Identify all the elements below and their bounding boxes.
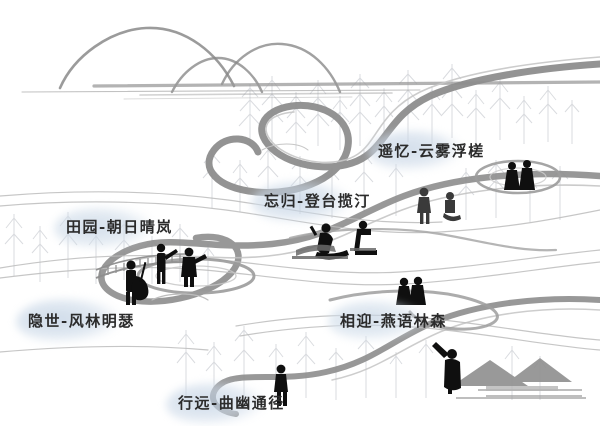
mountain-arc-mid	[170, 56, 264, 94]
wash-xingyuan	[166, 382, 266, 426]
wash-xiangying	[328, 300, 426, 342]
node-label-yinshi[interactable]: 隐世-风林明瑟	[28, 312, 135, 330]
figure-lounger-b	[354, 220, 377, 255]
node-label-tianyuan[interactable]: 田园-朝日晴岚	[66, 218, 173, 236]
figure-couple-deck	[504, 160, 535, 190]
figure-walking-man	[274, 364, 288, 406]
mountain-arc-right	[220, 42, 342, 94]
wash-tianyuan	[54, 206, 154, 250]
main-path-upper	[205, 60, 600, 197]
figure-standing-woman	[417, 187, 431, 224]
figure-raised-arm	[432, 342, 461, 394]
node-label-yaoyi[interactable]: 遥忆-云雾浮槎	[378, 142, 485, 160]
figure-photographer-b	[181, 247, 207, 287]
main-path-upper-edge	[265, 56, 600, 164]
horizon-lines	[21, 80, 600, 100]
lounge-furniture	[292, 244, 376, 259]
figure-lounger-a	[309, 223, 349, 260]
figure-seated-woman	[443, 192, 461, 222]
wash-wanggui	[251, 180, 353, 224]
oval-deck-right	[474, 159, 562, 195]
wash-yinshi	[16, 298, 122, 344]
wash-yaoyi	[368, 130, 464, 172]
figure-photographer-a	[156, 243, 178, 284]
node-label-xiangying[interactable]: 相迎-燕语林森	[340, 312, 447, 330]
pavilion-roof-center	[452, 360, 528, 386]
node-label-xingyuan[interactable]: 行远-曲幽通径	[178, 394, 285, 412]
main-path-lower-edge	[331, 308, 600, 381]
loop-path-xiangying	[328, 289, 499, 331]
node-label-wanggui[interactable]: 忘归-登台揽汀	[264, 192, 371, 210]
figure-cellist	[126, 260, 149, 305]
figure-couple-xiangying	[396, 276, 426, 305]
pavilion-roof-right	[508, 358, 572, 382]
